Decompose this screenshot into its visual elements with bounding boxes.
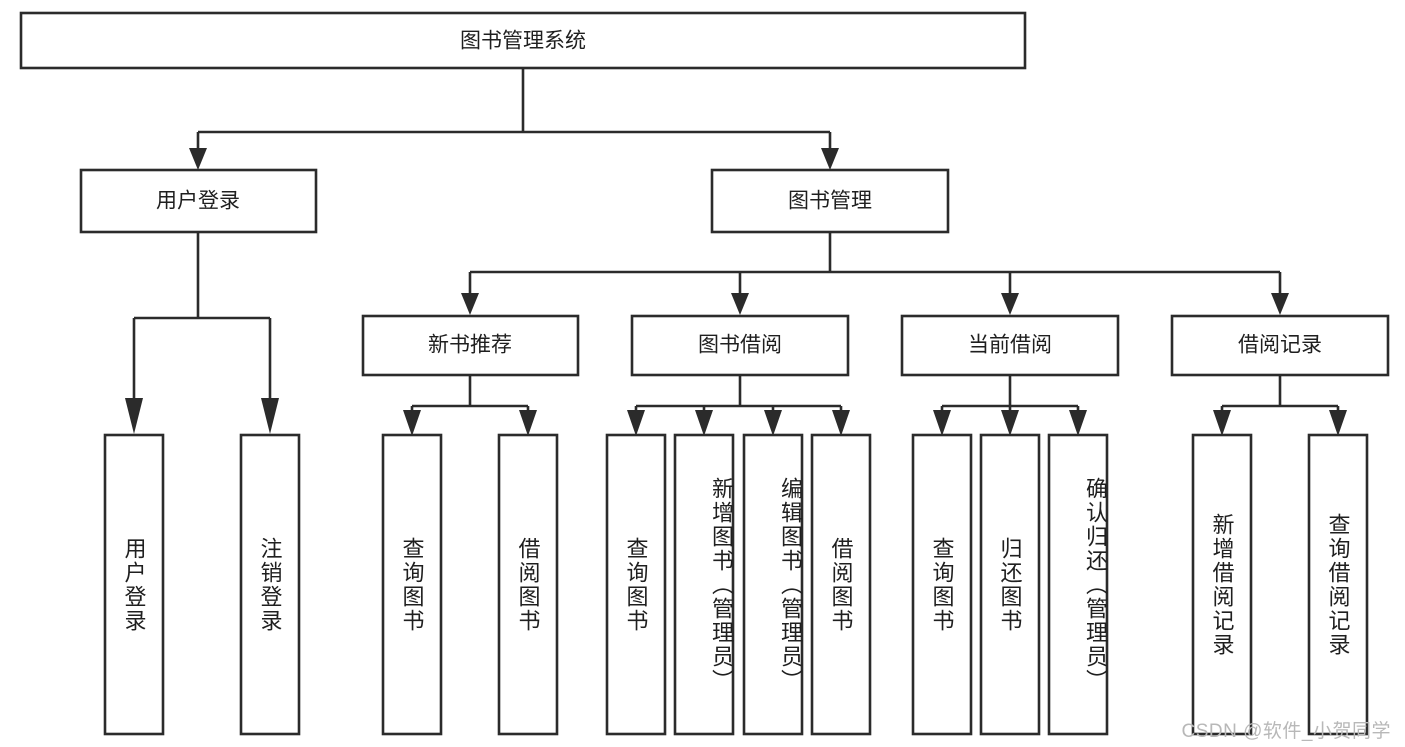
node-book-borrow[interactable]: 图书借阅 <box>630 314 850 377</box>
arrow-head-icon <box>1001 410 1019 436</box>
node-box <box>103 433 165 736</box>
arrow-head-icon <box>261 398 279 434</box>
connector-book-borrow-to-leaves <box>627 375 850 436</box>
connector-book-manage-to-level3 <box>461 232 1289 315</box>
arrow-head-icon <box>1213 410 1231 436</box>
arrow-head-icon <box>519 410 537 436</box>
arrow-head-icon <box>125 398 143 434</box>
node-box <box>497 433 559 736</box>
node-box <box>1047 433 1109 736</box>
node-box <box>239 433 301 736</box>
node-box <box>900 314 1120 377</box>
arrow-head-icon <box>821 148 839 170</box>
node-label: 当前借阅 <box>968 334 1052 357</box>
node-book-manage[interactable]: 图书管理 <box>710 168 950 234</box>
node-root-system[interactable]: 图书管理系统 <box>19 11 1027 70</box>
leaf-node-query-borrow-record[interactable] <box>1307 433 1369 736</box>
arrow-head-icon <box>403 410 421 436</box>
node-box <box>381 433 443 736</box>
arrow-head-icon <box>933 410 951 436</box>
leaf-node-add-borrow-record[interactable] <box>1191 433 1253 736</box>
node-box <box>979 433 1041 736</box>
node-user-login[interactable]: 用户登录 <box>79 168 318 234</box>
arrow-head-icon <box>461 293 479 315</box>
node-box <box>361 314 580 377</box>
leaf-node-user-login[interactable] <box>103 433 165 736</box>
leaf-node-query-book-3[interactable] <box>911 433 973 736</box>
connector-borrow-record-to-leaves <box>1213 375 1347 436</box>
leaf-node-return-book[interactable] <box>979 433 1041 736</box>
arrow-head-icon <box>764 410 782 436</box>
connector-current-borrow-to-leaves <box>933 375 1087 436</box>
arrow-head-icon <box>832 410 850 436</box>
node-box <box>19 11 1027 70</box>
leaf-node-add-book-admin[interactable] <box>673 433 735 736</box>
node-box <box>79 168 318 234</box>
node-label: 借阅记录 <box>1238 334 1322 357</box>
leaf-node-borrow-book-2[interactable] <box>810 433 872 736</box>
leaf-node-edit-book-admin[interactable] <box>742 433 804 736</box>
node-box <box>742 433 804 736</box>
arrow-head-icon <box>1271 293 1289 315</box>
watermark: CSDN @软件_小贺同学 <box>1181 721 1391 742</box>
node-borrow-record[interactable]: 借阅记录 <box>1170 314 1390 377</box>
arrow-head-icon <box>695 410 713 436</box>
node-box <box>1170 314 1390 377</box>
arrow-head-icon <box>189 148 207 170</box>
node-box <box>810 433 872 736</box>
leaf-node-query-book-1[interactable] <box>381 433 443 736</box>
connector-new-book-to-leaves <box>403 375 537 436</box>
connector-user-login-to-leaves <box>125 232 279 434</box>
node-box <box>710 168 950 234</box>
node-label: 新书推荐 <box>428 334 512 357</box>
node-box <box>911 433 973 736</box>
arrow-head-icon <box>627 410 645 436</box>
node-current-borrow[interactable]: 当前借阅 <box>900 314 1120 377</box>
node-box <box>1307 433 1369 736</box>
node-new-book-recommend[interactable]: 新书推荐 <box>361 314 580 377</box>
node-box <box>673 433 735 736</box>
leaf-node-confirm-return-admin[interactable] <box>1047 433 1109 736</box>
node-box <box>605 433 667 736</box>
leaf-node-query-book-2[interactable] <box>605 433 667 736</box>
node-label: 图书管理系统 <box>460 30 586 53</box>
arrow-head-icon <box>1001 293 1019 315</box>
node-label: 用户登录 <box>156 190 240 213</box>
arrow-head-icon <box>1069 410 1087 436</box>
node-label: 图书借阅 <box>698 334 782 357</box>
arrow-head-icon <box>731 293 749 315</box>
node-box <box>1191 433 1253 736</box>
arrow-head-icon <box>1329 410 1347 436</box>
node-box <box>630 314 850 377</box>
leaf-node-logout[interactable] <box>239 433 301 736</box>
connector-root-to-level2 <box>189 68 839 170</box>
leaf-node-borrow-book-1[interactable] <box>497 433 559 736</box>
node-label: 图书管理 <box>788 190 872 213</box>
